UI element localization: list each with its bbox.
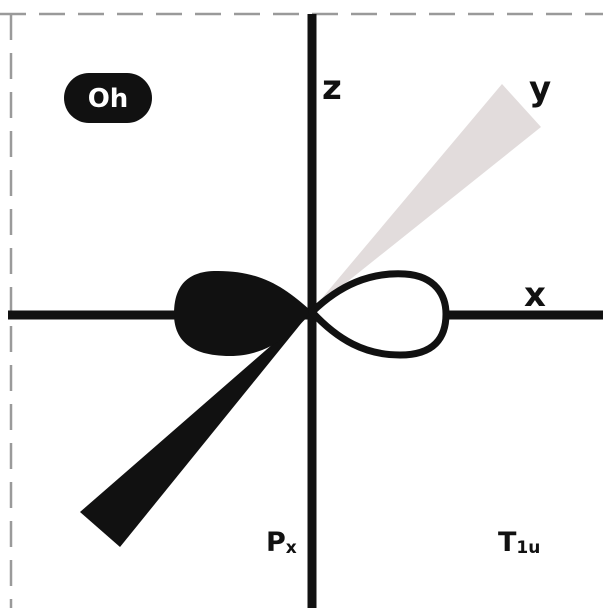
symmetry-badge-label: Oh: [88, 84, 129, 114]
irrep-subscript: 1u: [516, 538, 540, 558]
orbital-name-main: P: [266, 527, 286, 558]
x-axis-label: x: [524, 275, 546, 315]
orbital-name-subscript: x: [286, 538, 297, 558]
symmetry-badge: Oh: [64, 73, 152, 123]
z-axis-label: z: [322, 68, 342, 108]
y-axis-label: y: [529, 69, 551, 109]
orbital-lobe-negative: [174, 271, 312, 356]
irrep-main: T: [498, 527, 517, 558]
orbital-lobe-positive: [312, 274, 446, 355]
orbital-name-label: Px: [266, 527, 297, 558]
irrep-label: T1u: [498, 527, 540, 558]
